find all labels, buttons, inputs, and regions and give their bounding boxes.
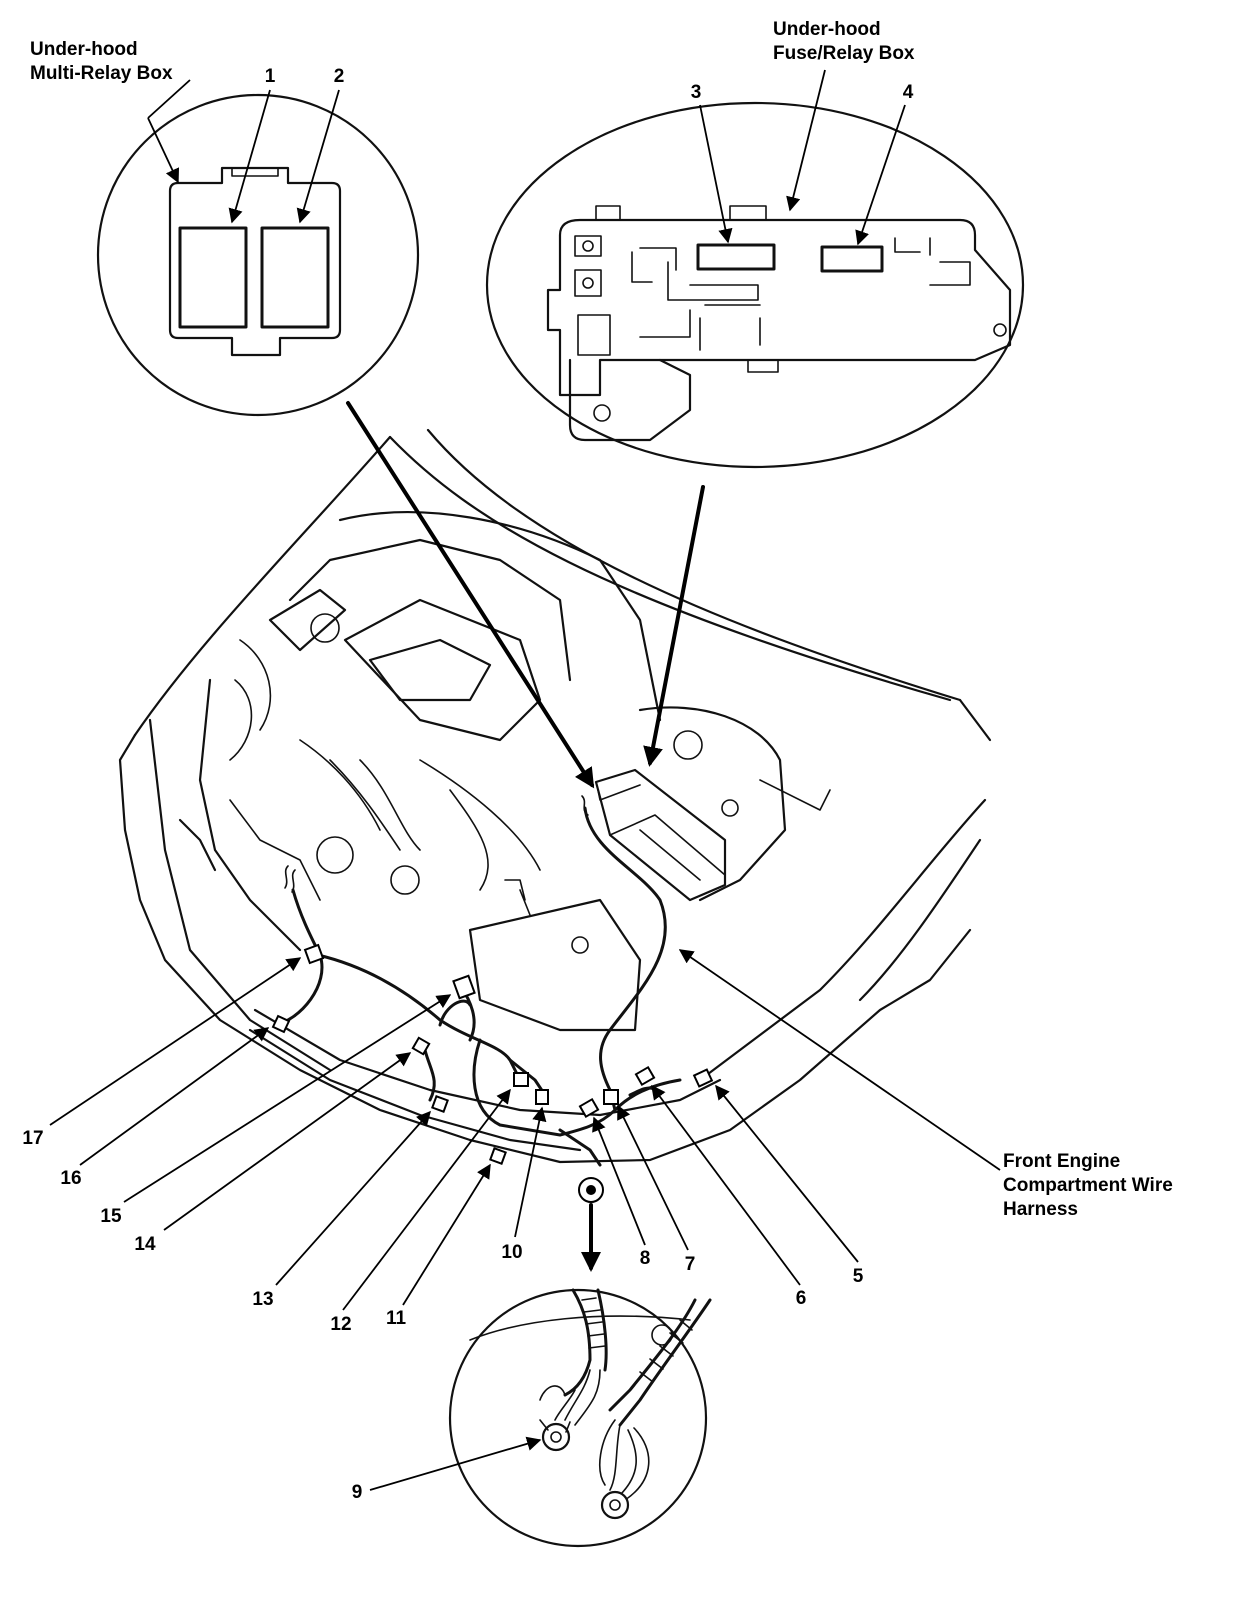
ground-terminal-9 (541, 1422, 571, 1452)
callout-7: 7 (685, 1254, 696, 1275)
connectors (271, 943, 714, 1203)
connector-16 (271, 1014, 291, 1034)
callout-3: 3 (691, 82, 702, 103)
label-harness-line1: Front Engine (1003, 1151, 1120, 1172)
relay-2 (260, 226, 330, 329)
fuse-relay-box-detail (485, 101, 1025, 469)
label-multi-relay-box-line1: Under-hood (30, 39, 138, 60)
relay-4 (820, 245, 884, 273)
callout-10: 10 (501, 1242, 522, 1263)
engine-compartment (118, 428, 992, 1164)
connector-12 (513, 1072, 529, 1087)
callout-4: 4 (903, 82, 914, 103)
connector-8 (578, 1097, 600, 1119)
callout-5: 5 (853, 1266, 864, 1287)
connector-13 (431, 1095, 449, 1113)
connector-15 (452, 974, 476, 1000)
label-fuse-relay-box-line2: Fuse/Relay Box (773, 43, 915, 64)
connector-17 (303, 943, 325, 965)
callout-8: 8 (640, 1248, 651, 1269)
label-fuse-relay-box-line1: Under-hood (773, 19, 881, 40)
label-harness-line2: Compartment Wire (1003, 1175, 1173, 1196)
detail-view-arrows (346, 401, 705, 1272)
callout-6: 6 (796, 1288, 807, 1309)
callout-17: 17 (22, 1128, 43, 1149)
callout-14: 14 (134, 1234, 156, 1255)
callout-12: 12 (330, 1314, 351, 1335)
text-labels: Under-hood Multi-Relay Box Under-hood Fu… (22, 19, 1172, 1503)
relay-1 (178, 226, 248, 329)
ground-terminal-detail (448, 1288, 712, 1548)
connector-11 (489, 1147, 507, 1165)
ground-terminal-right (600, 1490, 630, 1520)
label-multi-relay-box-line2: Multi-Relay Box (30, 63, 173, 84)
callout-leaders (49, 69, 1001, 1491)
callout-11: 11 (386, 1308, 407, 1329)
multi-relay-box-detail (96, 93, 420, 417)
callout-16: 16 (60, 1168, 81, 1189)
label-harness-line3: Harness (1003, 1199, 1078, 1220)
relay-3 (696, 243, 776, 271)
connector-6 (634, 1065, 656, 1087)
connector-7 (603, 1089, 619, 1105)
callout-13: 13 (252, 1289, 273, 1310)
callout-9: 9 (352, 1482, 363, 1503)
callout-15: 15 (100, 1206, 122, 1227)
connector-10 (535, 1089, 549, 1105)
connector-14 (411, 1036, 431, 1056)
connector-5 (692, 1068, 714, 1088)
callout-2: 2 (334, 66, 345, 87)
callout-1: 1 (265, 66, 276, 87)
